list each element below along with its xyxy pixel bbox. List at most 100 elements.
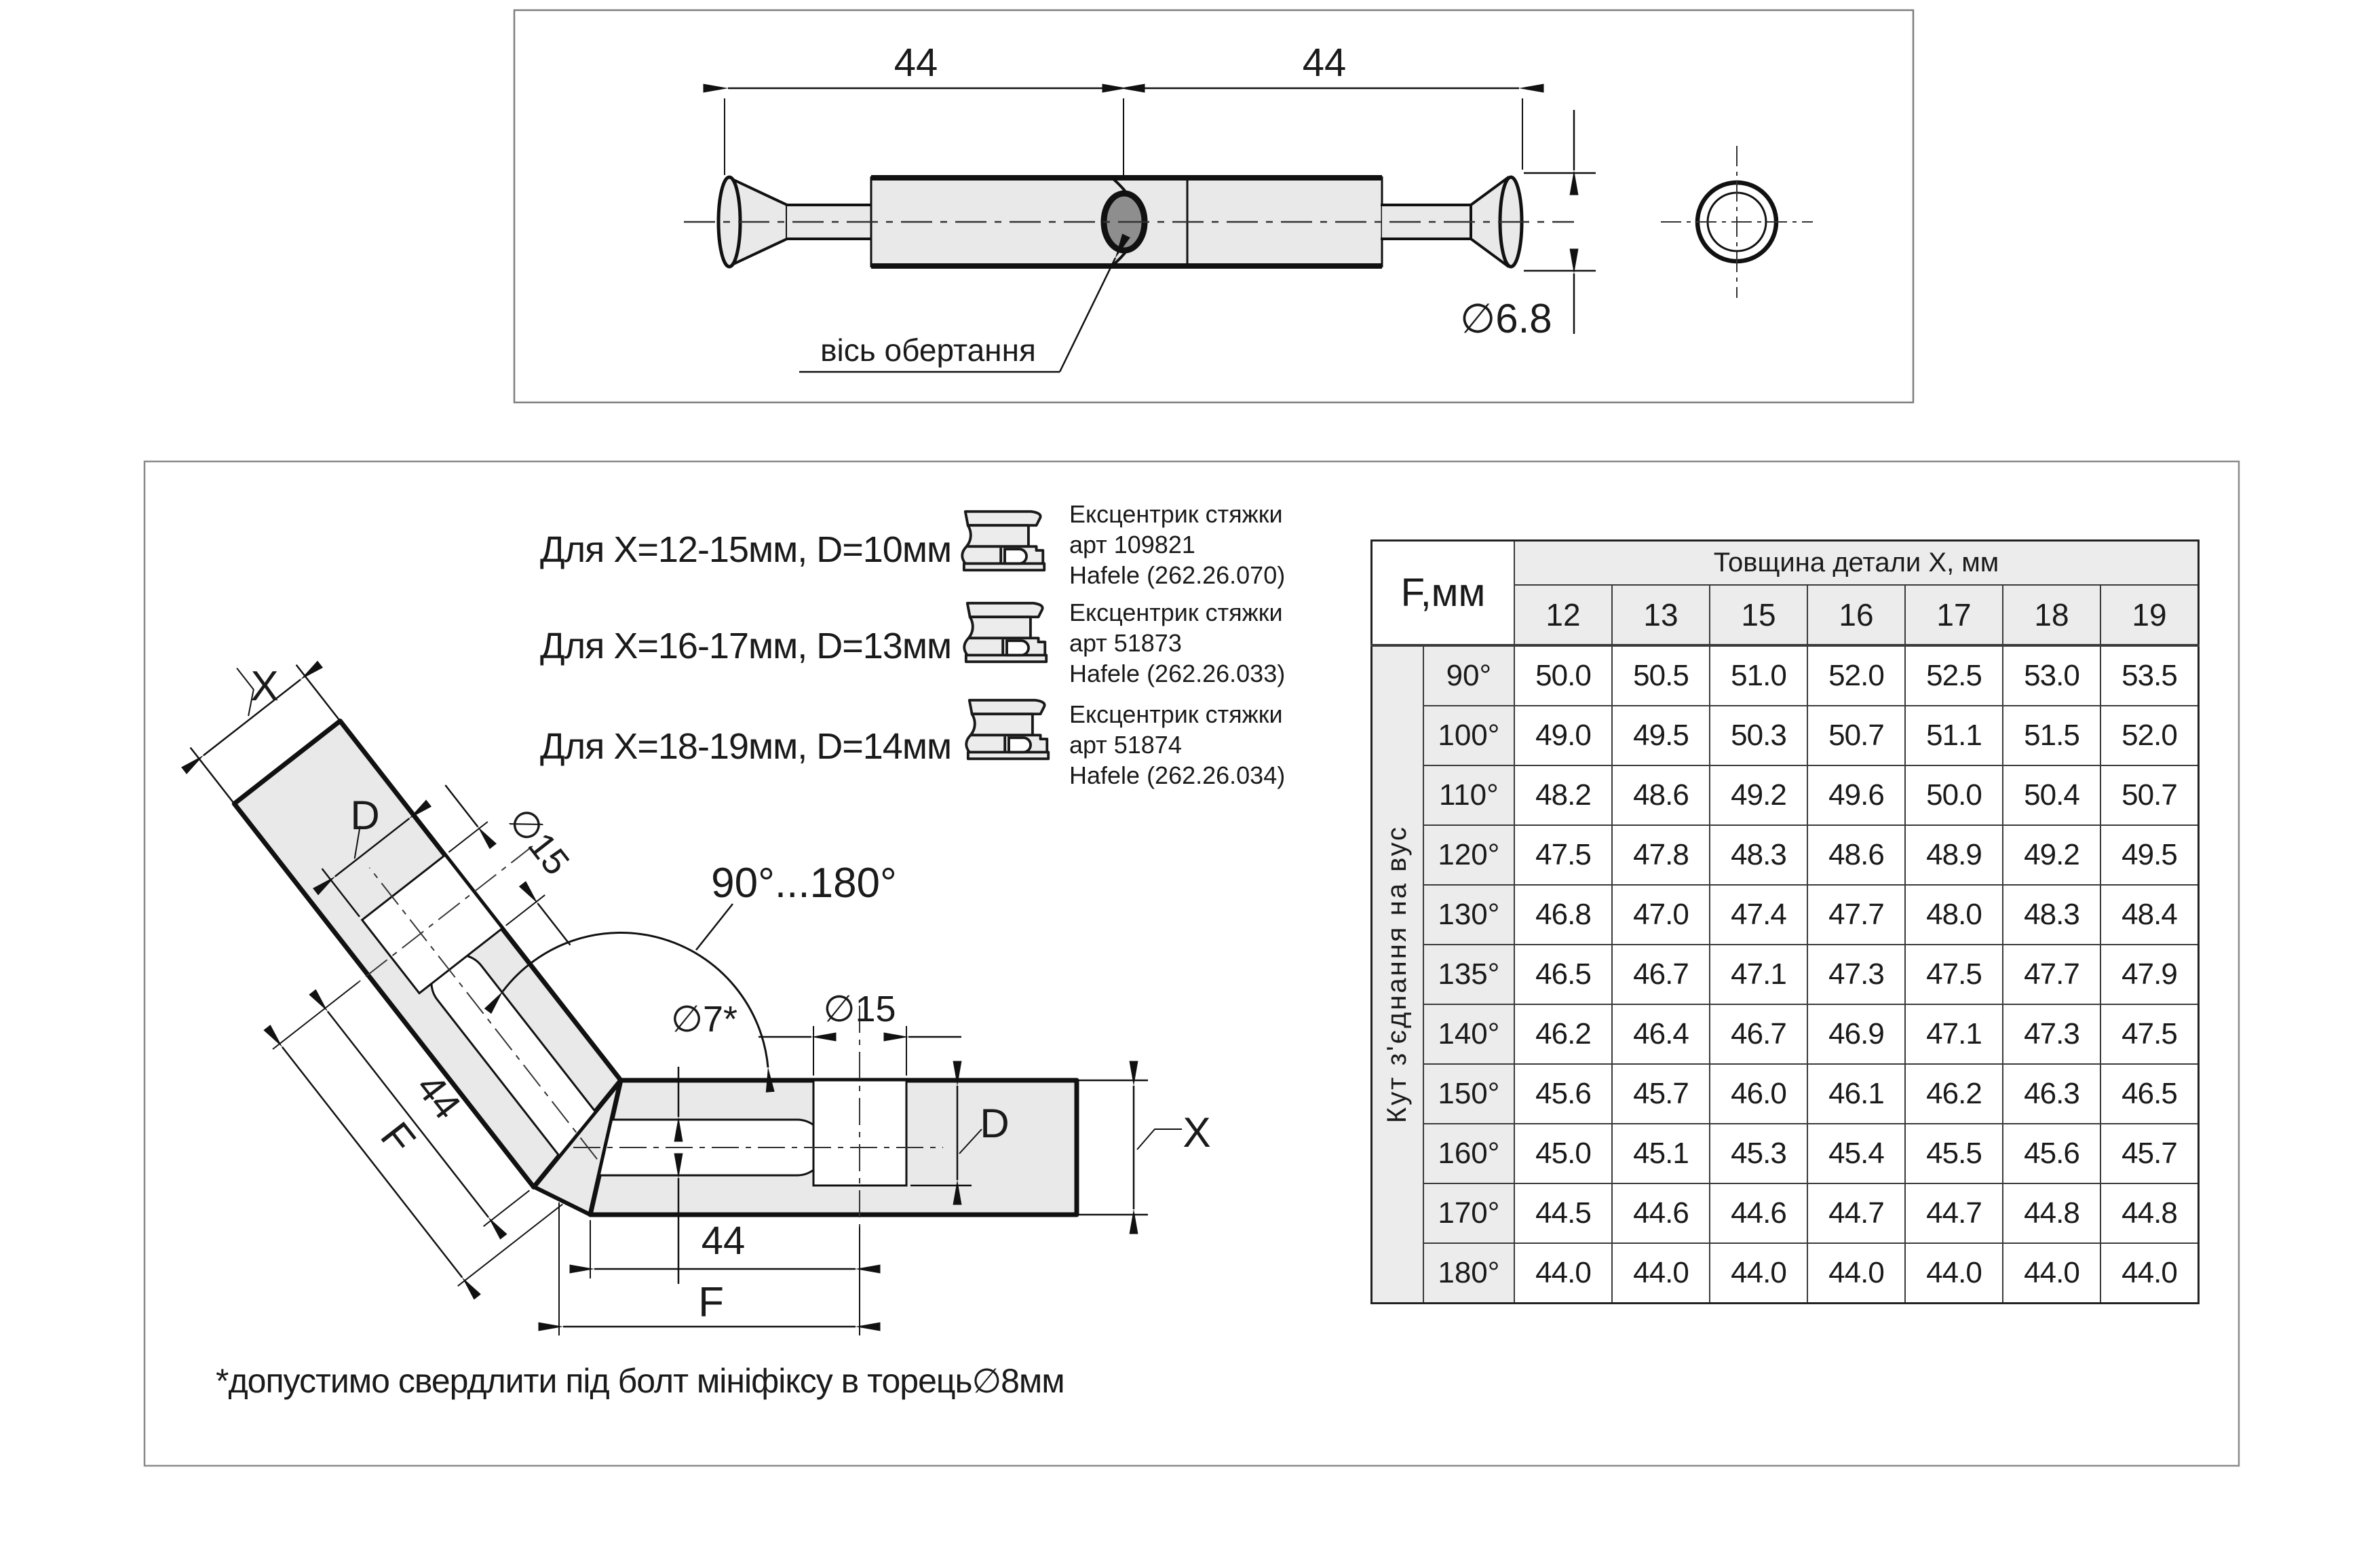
angle-cell: 180°	[1422, 1242, 1516, 1304]
value-cell: 47.9	[2100, 944, 2200, 1005]
value-cell: 47.1	[1904, 1004, 2003, 1065]
table-row: 100° 49.0 49.5 50.3 50.7 51.1 51.5 52.0	[1372, 705, 2200, 766]
angle-cell: 170°	[1422, 1183, 1516, 1244]
value-cell: 45.7	[2100, 1123, 2200, 1184]
value-cell: 53.5	[2100, 645, 2200, 706]
angle-cell: 130°	[1422, 884, 1516, 945]
dim-44-bottom-label: 44	[702, 1219, 746, 1263]
value-cell: 46.5	[2100, 1063, 2200, 1124]
article-block-1: Ексцентрик стяжки арт 109821 Hafele (262…	[1069, 499, 1285, 590]
dia15-top-label: ∅15	[501, 800, 577, 882]
row-group-label-cell: Кут з'єднання на вус	[1370, 645, 1424, 1304]
angle-cell: 160°	[1422, 1123, 1516, 1184]
value-cell: 45.5	[1904, 1123, 2003, 1184]
table-row: 180° 44.0 44.0 44.0 44.0 44.0 44.0 44.0	[1372, 1242, 2200, 1304]
col-header: 15	[1709, 584, 1808, 647]
angle-cell: 100°	[1422, 705, 1516, 766]
horizontal-board-instance	[559, 1006, 1182, 1335]
value-cell: 45.4	[1807, 1123, 1906, 1184]
dia15-bottom-label: ∅15	[823, 989, 896, 1029]
value-cell: 46.1	[1807, 1063, 1906, 1124]
column-group-header: Товщина детали X, мм	[1514, 539, 2200, 586]
value-cell: 50.0	[1904, 765, 2003, 826]
angle-cell: 120°	[1422, 824, 1516, 886]
value-cell: 50.7	[2100, 765, 2200, 826]
value-cell: 50.3	[1709, 705, 1808, 766]
value-cell: 47.8	[1611, 824, 1710, 886]
angle-cell: 150°	[1422, 1063, 1516, 1124]
value-cell: 45.0	[1514, 1123, 1613, 1184]
value-cell: 51.1	[1904, 705, 2003, 766]
product-name: Ексцентрик стяжки	[1069, 599, 1283, 626]
x-bottom-label: X	[1183, 1109, 1210, 1156]
value-cell: 47.1	[1709, 944, 1808, 1005]
value-cell: 46.9	[1807, 1004, 1906, 1065]
value-cell: 52.0	[1807, 645, 1906, 706]
f-dimension-table: F,мм Товщина детали X, мм 12 13 15 16 17…	[1370, 539, 2200, 1304]
table-row: 140° 46.2 46.4 46.7 46.9 47.1 47.3 47.5	[1372, 1004, 2200, 1065]
d-top-label: D	[350, 793, 379, 838]
value-cell: 47.7	[1807, 884, 1906, 945]
axis-leader	[1058, 233, 1130, 373]
col-header: 12	[1514, 584, 1613, 647]
table-row: 130° 46.8 47.0 47.4 47.7 48.0 48.3 48.4	[1372, 884, 2200, 945]
angle-cell: 110°	[1422, 765, 1516, 826]
article-block-3: Ексцентрик стяжки арт 51874 Hafele (262.…	[1069, 699, 1285, 791]
selection-condition-2: Для X=16-17мм, D=13мм	[540, 626, 952, 666]
brand-code: Hafele (262.26.034)	[1069, 761, 1286, 789]
value-cell: 46.4	[1611, 1004, 1710, 1065]
footnote: *допустимо свердлити під болт мініфіксу …	[216, 1362, 1065, 1400]
value-cell: 52.0	[2100, 705, 2200, 766]
brand-code: Hafele (262.26.033)	[1069, 660, 1286, 687]
angle-range-label: 90°...180°	[711, 860, 897, 907]
value-cell: 44.0	[2002, 1242, 2101, 1304]
brand-code: Hafele (262.26.070)	[1069, 561, 1286, 589]
value-cell: 44.7	[1904, 1183, 2003, 1244]
value-cell: 49.2	[2002, 824, 2101, 886]
article-number: арт 109821	[1069, 531, 1195, 558]
article-number: арт 51873	[1069, 629, 1182, 657]
table-row: 110° 48.2 48.6 49.2 49.6 50.0 50.4 50.7	[1372, 765, 2200, 826]
row-group-label: Кут з'єднання на вус	[1382, 825, 1413, 1124]
col-header: 13	[1611, 584, 1710, 647]
value-cell: 49.6	[1807, 765, 1906, 826]
value-cell: 49.5	[1611, 705, 1710, 766]
value-cell: 46.3	[2002, 1063, 2101, 1124]
f-label-cell: F,мм	[1370, 539, 1515, 647]
value-cell: 47.7	[2002, 944, 2101, 1005]
value-cell: 46.5	[1514, 944, 1613, 1005]
value-cell: 49.5	[2100, 824, 2200, 886]
dia7-label: ∅7*	[671, 999, 737, 1040]
selection-condition-1: Для X=12-15мм, D=10мм	[540, 529, 952, 570]
eccentric-cam-icon-3	[962, 697, 1056, 763]
value-cell: 52.5	[1904, 645, 2003, 706]
value-cell: 44.5	[1514, 1183, 1613, 1244]
value-cell: 45.7	[1611, 1063, 1710, 1124]
value-cell: 48.6	[1611, 765, 1710, 826]
angle-cell: 135°	[1422, 944, 1516, 1005]
value-cell: 46.8	[1514, 884, 1613, 945]
bottom-frame	[143, 460, 2240, 1467]
value-cell: 47.5	[2100, 1004, 2200, 1065]
value-cell: 44.0	[1709, 1242, 1808, 1304]
value-cell: 50.4	[2002, 765, 2101, 826]
value-cell: 48.2	[1514, 765, 1613, 826]
value-cell: 48.4	[2100, 884, 2200, 945]
value-cell: 53.0	[2002, 645, 2101, 706]
dim-44-left-label: 44	[894, 41, 938, 85]
value-cell: 44.6	[1611, 1183, 1710, 1244]
value-cell: 44.0	[1904, 1242, 2003, 1304]
value-cell: 50.5	[1611, 645, 1710, 706]
table-row: 150° 45.6 45.7 46.0 46.1 46.2 46.3 46.5	[1372, 1063, 2200, 1124]
value-cell: 50.0	[1514, 645, 1613, 706]
angle-cell: 140°	[1422, 1004, 1516, 1065]
value-cell: 45.3	[1709, 1123, 1808, 1184]
table-row: Кут з'єднання на вус 90° 50.0 50.5 51.0 …	[1370, 645, 2200, 1304]
value-cell: 47.5	[1514, 824, 1613, 886]
eccentric-cam-icon-2	[960, 600, 1054, 666]
table-row: 120° 47.5 47.8 48.3 48.6 48.9 49.2 49.5	[1372, 824, 2200, 886]
table-columns-row: 12 13 15 16 17 18 19	[1372, 584, 2200, 647]
value-cell: 48.3	[2002, 884, 2101, 945]
selection-condition-3: Для X=18-19мм, D=14мм	[540, 726, 952, 767]
f-bottom-label: F	[698, 1279, 724, 1326]
